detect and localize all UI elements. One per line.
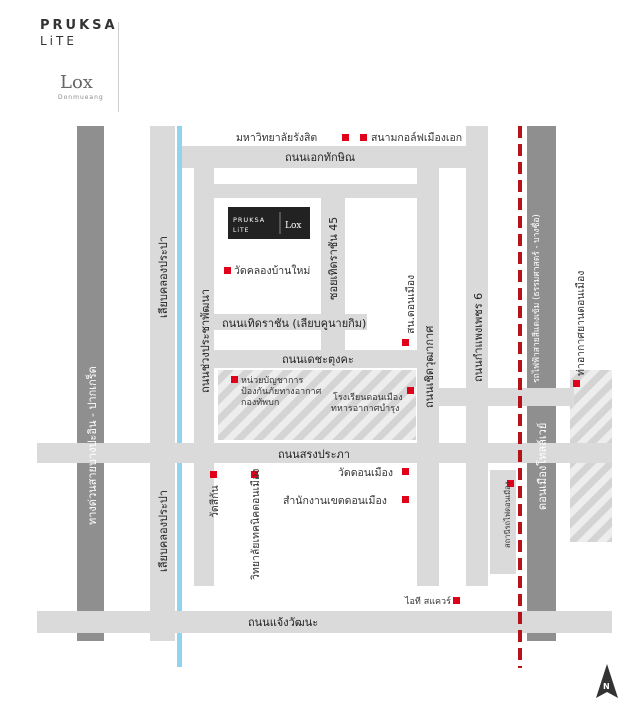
marker-wat-donmueang — [402, 468, 409, 475]
label-chuang-pracha: ถนนช่วงประชาพัฒนา — [199, 289, 212, 393]
project-logo-pruksa: PRUKSA — [233, 216, 265, 224]
label-detsatunga: ถนนเดชะตุงคะ — [282, 353, 354, 366]
military-area-hatch — [218, 370, 416, 440]
marker-it-square — [453, 597, 460, 604]
brand-lox: Lox — [60, 72, 93, 93]
label-wat-donmueang: วัดดอนเมือง — [338, 466, 393, 479]
road-mid-right — [439, 388, 574, 406]
north-arrow-icon — [596, 664, 618, 698]
road-ekthakhin — [182, 146, 467, 168]
marker-police — [402, 339, 409, 346]
brand-logo: PRUKSA LiTE Lox Donmueang — [0, 0, 120, 116]
label-airport: ท่าอากาศยานดอนเมือง — [574, 271, 587, 376]
label-khlong-prapa-top: เลียบคลองประปา — [157, 236, 170, 318]
road-chuang-pracha — [194, 166, 214, 586]
marker-district — [402, 496, 409, 503]
brand-divider — [118, 22, 119, 112]
label-songprapha: ถนนสรงประภา — [278, 448, 350, 461]
north-label: N — [603, 682, 610, 691]
label-wat-si-kan: วัดสีกัน — [208, 485, 221, 518]
brand-lox-sub: Donmueang — [58, 94, 104, 101]
road-tollway — [527, 126, 556, 641]
road-khlong-prapa — [150, 126, 175, 641]
label-khlong-prapa-bottom: เลียบคลองประปา — [157, 490, 170, 572]
label-chaengwattana: ถนนแจ้งวัฒนะ — [248, 616, 318, 629]
marker-airport — [573, 380, 580, 387]
canal — [177, 126, 182, 667]
label-soi45: ซอยเทิดราชัน 45 — [327, 217, 340, 300]
label-unit-3: กองทัพบก — [241, 398, 279, 408]
label-wat-khlong: วัดคลองบ้านใหม่ — [234, 264, 310, 277]
marker-station — [507, 480, 514, 487]
label-golf: สนามกอล์ฟเมืองเอก — [371, 131, 462, 144]
project-logo-lite: LiTE — [233, 227, 249, 234]
marker-wat-khlong — [224, 267, 231, 274]
label-it-square: ไอที สแควร์ — [404, 595, 451, 607]
label-police: สน.ดอนเมือง — [404, 275, 417, 334]
label-unit-1: หน่วยบัญชาการ — [241, 376, 303, 386]
road-songprapha-right — [556, 443, 612, 463]
label-school-2: ทหารอากาศบำรุง — [331, 403, 399, 414]
label-expressway: ทางด่วนสายบางปะอิน - ปากเกร็ด — [85, 366, 99, 525]
label-ekthakhin: ถนนเอกทักษิณ — [285, 151, 355, 164]
label-station: สถานีรถไฟดอนเมือง — [503, 481, 512, 548]
project-logo-box — [228, 207, 310, 239]
label-thoetracha: ถนนเทิดราชัน (เลียบคูนายกิม) — [222, 317, 366, 330]
label-kamphaeng-phet: ถนนกำแพงเพชร 6 — [472, 293, 485, 382]
label-college: วิทยาลัยเทคนิคดอนเมือง — [249, 469, 262, 581]
marker-golf — [360, 134, 367, 141]
project-logo-lox: Lox — [285, 221, 301, 231]
marker-school — [407, 387, 414, 394]
road-kamphaeng-phet — [466, 126, 488, 586]
label-school-1: โรงเรียนดอนเมือง — [333, 392, 403, 403]
marker-unit — [231, 376, 238, 383]
label-district: สำนักงานเขตดอนเมือง — [283, 494, 387, 507]
label-unit-2: ป้องกันภัยทางอากาศ — [241, 386, 322, 397]
road-thoetracha — [214, 314, 367, 330]
label-rangsit: มหาวิทยาลัยรังสิต — [236, 132, 317, 144]
brand-lite: LiTE — [40, 34, 77, 48]
brand-pruksa: PRUKSA — [40, 18, 118, 33]
road-top-connector — [214, 184, 418, 198]
label-redline: รถไฟฟ้าสายสีแดงเข้ม (ธรรมศาสตร์ - บางซื่… — [530, 214, 542, 383]
road-chaengwattana — [37, 611, 612, 633]
label-chertwutthakat: ถนนเชิดวุฒากาศ — [423, 326, 436, 408]
road-detsatunga — [214, 350, 418, 368]
marker-rangsit — [342, 134, 349, 141]
marker-wat-si-kan — [210, 471, 217, 478]
road-chertwutthakat — [417, 166, 439, 586]
road-small-right — [490, 470, 516, 574]
road-songprapha-left — [37, 443, 567, 463]
marker-college — [251, 471, 258, 478]
label-tollway: ดอนเมืองโทลล์เวย์ — [535, 423, 549, 510]
road-expressway — [77, 126, 104, 641]
